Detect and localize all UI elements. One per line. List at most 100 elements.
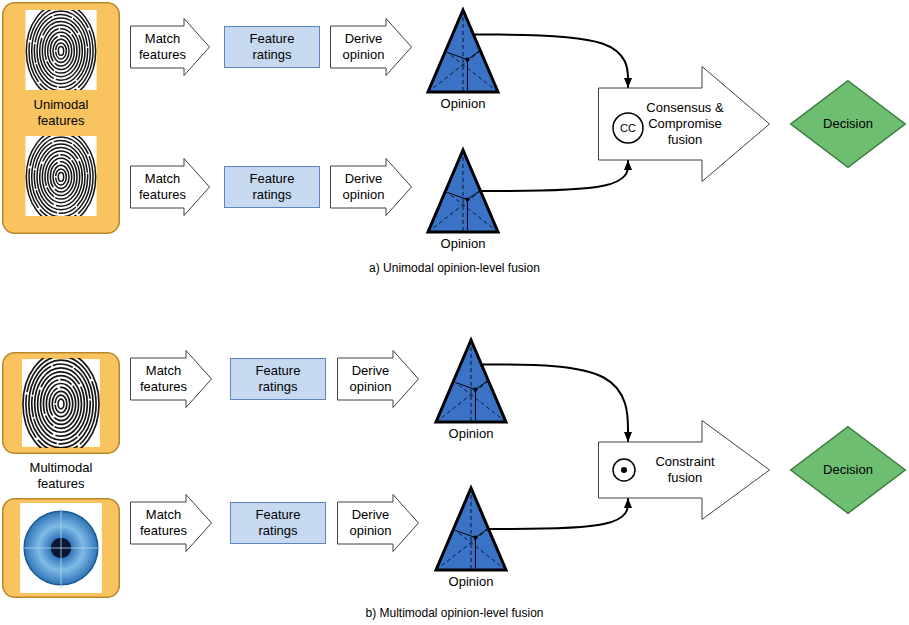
projection-line [448, 53, 467, 60]
arrow-outline [599, 421, 770, 520]
projection-line [467, 60, 468, 90]
rating-box: Feature ratings [230, 502, 326, 544]
opinion-triangle-shape [434, 486, 508, 572]
process-arrow: Derive opinion [337, 494, 419, 552]
node-text: Decision [790, 426, 906, 514]
guide-line [471, 488, 472, 570]
triangle-outline [428, 150, 498, 232]
node-text: Unimodal features [2, 97, 120, 129]
arrow-outline [131, 19, 210, 76]
process-arrow: Match features [130, 350, 212, 408]
process-arrow: Derive opinion [330, 18, 412, 76]
arrow-outline [331, 159, 412, 216]
opinion-dot [473, 536, 477, 540]
projection-line [456, 383, 475, 390]
projection-line [475, 381, 487, 390]
opinion-link [481, 160, 629, 191]
node-text: CC [612, 112, 644, 144]
triangle-guides [428, 10, 498, 92]
fingerprint-image [25, 130, 96, 224]
guide-line [454, 529, 507, 570]
rating-outline [231, 503, 326, 544]
operator-dot [621, 467, 627, 473]
arrow-outline [131, 159, 210, 216]
opinion-point [448, 191, 479, 230]
arrow-outline [131, 495, 212, 552]
node-text: Feature ratings [224, 26, 320, 68]
guide-line [436, 529, 489, 570]
rating-box: Feature ratings [224, 166, 320, 208]
projection-line [475, 390, 476, 420]
guide-line [463, 150, 464, 232]
arrow-outline [599, 67, 770, 182]
triangle-guides [436, 340, 506, 422]
opinion-triangle-shape [426, 8, 500, 94]
panel-caption: a) Unimodal opinion-level fusion [0, 260, 909, 276]
fusion-arrow: Constraint fusion [598, 420, 770, 520]
projection-line [467, 200, 468, 230]
node-text: Match features [133, 502, 194, 544]
iris-image [20, 503, 102, 593]
node-text: Match features [133, 26, 192, 68]
node-text: Consensus & Compromise fusion [638, 88, 732, 160]
projection-line [475, 538, 476, 568]
guide-line [428, 51, 481, 92]
rating-outline [225, 27, 320, 68]
diamond-outline [791, 81, 906, 168]
guide-line [471, 340, 472, 422]
opinion-link [482, 365, 629, 442]
rating-box: Feature ratings [224, 26, 320, 68]
node-text: Derive opinion [333, 26, 394, 68]
modality-label: Multimodal features [2, 460, 120, 492]
node-text: Decision [790, 80, 906, 168]
node-text: Derive opinion [333, 166, 394, 208]
node-text: Feature ratings [224, 166, 320, 208]
process-arrow: Derive opinion [330, 158, 412, 216]
process-arrow: Derive opinion [337, 350, 419, 408]
opinion-triangle: Opinion [434, 486, 508, 592]
operator-circle: CC [612, 112, 644, 144]
projection-line [475, 529, 487, 538]
opinion-dot [465, 58, 469, 62]
opinion-triangle-shape [426, 148, 500, 234]
arrow-outline [338, 495, 419, 552]
opinion-link [474, 35, 629, 88]
projection-line [448, 193, 467, 200]
triangle-outline [436, 340, 506, 422]
rating-box: Feature ratings [230, 358, 326, 400]
circle-outline [613, 113, 643, 143]
opinion-triangle: Opinion [434, 338, 508, 444]
node-text: Derive opinion [340, 502, 401, 544]
decision-diamond: Decision [790, 80, 906, 168]
guide-line [428, 191, 481, 232]
projection-line [467, 51, 479, 60]
guide-line [436, 381, 489, 422]
fingerprint-image [22, 352, 100, 455]
feature-panel: Unimodal features [2, 2, 120, 234]
triangle-guides [436, 488, 506, 570]
feature-panel [3, 499, 120, 598]
opinion-link [489, 498, 629, 529]
process-arrow: Match features [130, 18, 210, 76]
node-text: Opinion [412, 96, 514, 112]
diamond-outline [791, 427, 906, 514]
fusion-arrow: Consensus & Compromise fusionCC [598, 66, 770, 182]
node-text: Opinion [420, 574, 522, 590]
node-text: Derive opinion [340, 358, 401, 400]
opinion-point [448, 51, 479, 90]
rating-outline [225, 167, 320, 208]
opinion-triangle: Opinion [426, 148, 500, 254]
opinion-triangle: Opinion [426, 8, 500, 114]
panel-caption: b) Multimodal opinion-level fusion [0, 605, 909, 621]
opinion-dot [465, 198, 469, 202]
node-text: Opinion [420, 426, 522, 442]
node-text: Match features [133, 358, 194, 400]
node-text: Feature ratings [230, 358, 326, 400]
process-arrow: Match features [130, 494, 212, 552]
node-text: Constraint fusion [638, 442, 732, 498]
arrow-outline [338, 351, 419, 408]
projection-line [467, 191, 479, 200]
decision-diamond: Decision [790, 426, 906, 514]
projection-line [456, 531, 475, 538]
